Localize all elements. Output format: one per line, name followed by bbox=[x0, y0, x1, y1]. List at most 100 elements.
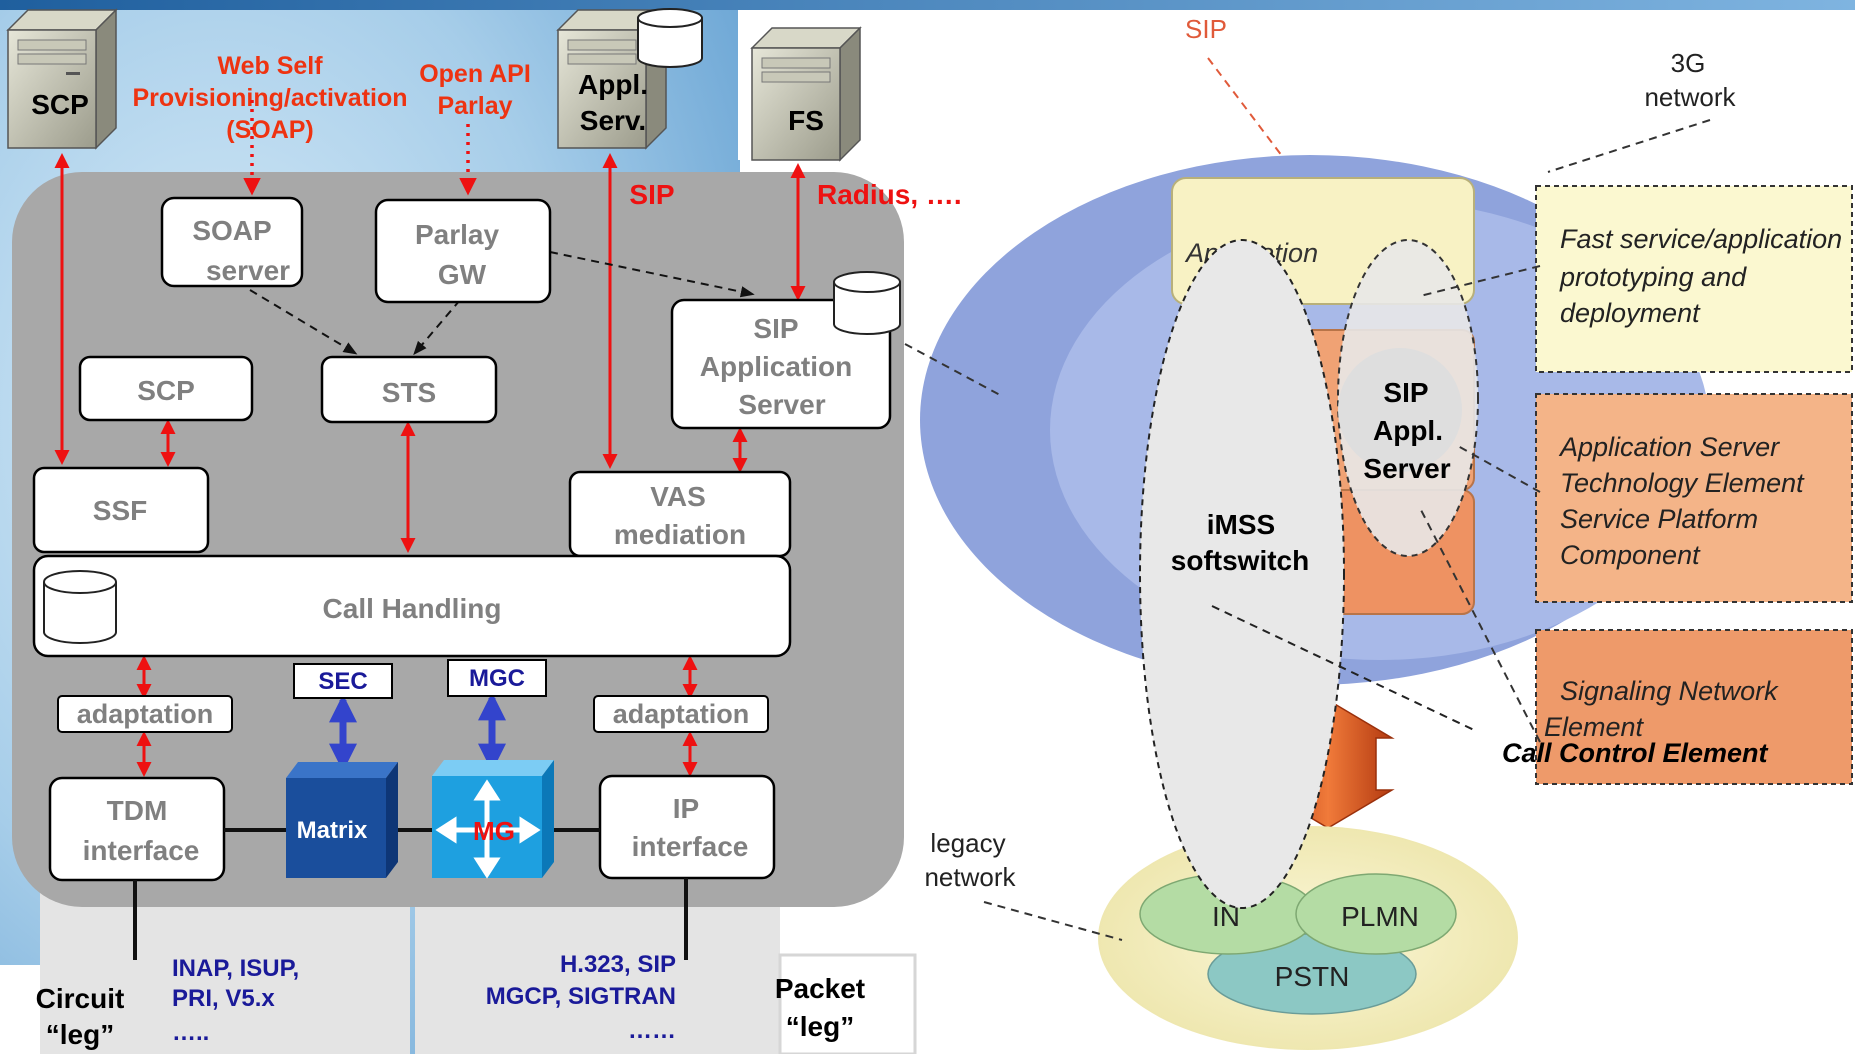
ip-label-2: interface bbox=[632, 831, 749, 862]
3g-pointer bbox=[1547, 119, 1711, 173]
sip-as-label-2: Application bbox=[700, 351, 852, 382]
legacy-label-1: legacy bbox=[930, 828, 1005, 858]
adaptation-left-label: adaptation bbox=[77, 699, 214, 729]
soap-server-label-2: server bbox=[206, 255, 290, 286]
tdm-label-1: TDM bbox=[107, 795, 168, 826]
sip-appl-label-1: SIP bbox=[1383, 377, 1428, 408]
call-control-label: Call Control Element bbox=[1502, 738, 1769, 768]
circuit-label-panel bbox=[0, 965, 40, 1054]
top-bar bbox=[0, 0, 1855, 10]
web-self-label-1: Web Self bbox=[217, 52, 323, 80]
circuit-proto-2: PRI, V5.x bbox=[172, 985, 275, 1012]
imss-label-2: softswitch bbox=[1171, 545, 1309, 576]
callout3-pointer bbox=[1419, 507, 1541, 743]
mgc-box bbox=[447, 659, 547, 697]
callout2-pointer bbox=[1457, 445, 1541, 493]
sip-as-box bbox=[670, 298, 892, 430]
matrix-label: Matrix bbox=[297, 817, 368, 844]
parlay-gw-label-2: GW bbox=[438, 259, 487, 290]
ip-label-1: IP bbox=[673, 793, 699, 824]
circuit-leg-label-2: “leg” bbox=[46, 1019, 114, 1050]
callout2-label-2: Technology Element bbox=[1560, 468, 1805, 498]
callout2-label-1: Application Server bbox=[1558, 432, 1780, 462]
packet-proto-2: MGCP, SIGTRAN bbox=[486, 983, 676, 1010]
sip-appl-server-highlight bbox=[1338, 348, 1462, 472]
radius-link-label: Radius, …. bbox=[817, 179, 962, 210]
fs-server-label: FS bbox=[788, 105, 824, 136]
tdm-label-2: interface bbox=[83, 835, 200, 866]
circuit-leg-label-1: Circuit bbox=[36, 983, 125, 1014]
sip-as-label-1: SIP bbox=[753, 313, 798, 344]
sip-link-label: SIP bbox=[629, 179, 674, 210]
callout1-label-2: prototyping and bbox=[1559, 262, 1747, 292]
callout2-label-3: Service Platform bbox=[1560, 504, 1758, 534]
vas-label-2: mediation bbox=[614, 519, 746, 550]
callout-app-server bbox=[1535, 393, 1853, 603]
parlay-gw-label-1: Parlay bbox=[415, 219, 499, 250]
packet-proto-3: …… bbox=[628, 1017, 676, 1044]
open-api-label-1: Open API bbox=[419, 60, 531, 88]
pstn-label: PSTN bbox=[1275, 961, 1350, 992]
soap-server-box bbox=[160, 196, 304, 288]
plmn-label: PLMN bbox=[1341, 901, 1419, 932]
vas-label-1: VAS bbox=[650, 481, 706, 512]
parlay-sipas-dashed bbox=[549, 251, 755, 298]
ssf-box-label: SSF bbox=[93, 495, 147, 526]
ip-interface-box bbox=[598, 774, 776, 880]
sec-box bbox=[293, 663, 393, 699]
sip-appl-label-2: Appl. bbox=[1373, 415, 1443, 446]
appl-server-label-2: Serv. bbox=[580, 105, 646, 136]
imss-label-1: iMSS bbox=[1207, 509, 1275, 540]
parlay-gw-box bbox=[374, 198, 552, 304]
sts-box-label: STS bbox=[382, 377, 436, 408]
matrix-cube-icon bbox=[286, 762, 398, 878]
sip-as-label-3: Server bbox=[738, 389, 825, 420]
callout1-label-1: Fast service/application bbox=[1560, 224, 1842, 254]
scp-server-icon bbox=[6, 8, 118, 150]
3g-label-2: network bbox=[1644, 82, 1736, 112]
web-self-label-3: (SOAP) bbox=[226, 116, 314, 144]
scp-box bbox=[78, 355, 254, 422]
callout-signaling bbox=[1535, 629, 1853, 785]
imss-softswitch-ellipse bbox=[1139, 239, 1345, 909]
mg-label: MG bbox=[473, 816, 515, 846]
soap-server-label-1: SOAP bbox=[192, 215, 271, 246]
legacy-pointer bbox=[983, 901, 1123, 941]
sip-line bbox=[1207, 57, 1283, 157]
ssf-box bbox=[32, 466, 210, 554]
3g-label-1: 3G bbox=[1671, 48, 1706, 78]
scp-box-label: SCP bbox=[137, 375, 195, 406]
mgc-label: MGC bbox=[469, 665, 525, 692]
sipas-database-icon bbox=[833, 271, 901, 335]
packet-leg-panel bbox=[415, 880, 780, 1054]
packet-label-panel bbox=[778, 953, 917, 1054]
open-api-label-2: Parlay bbox=[437, 92, 512, 120]
callout-fast-service bbox=[1535, 185, 1853, 373]
call-handling-box bbox=[32, 554, 792, 658]
sts-box bbox=[320, 355, 498, 424]
fs-server-icon bbox=[750, 26, 862, 162]
soap-sts-dashed bbox=[249, 289, 358, 355]
callout1-pointer bbox=[1419, 265, 1541, 297]
sip-appl-label-3: Server bbox=[1363, 453, 1450, 484]
appl-database-icon bbox=[637, 8, 703, 68]
parlay-sts-dashed bbox=[413, 299, 461, 356]
left-to-right-pointer bbox=[904, 343, 1001, 396]
mg-cube-icon bbox=[432, 760, 554, 879]
callout3-label-2: Element bbox=[1544, 712, 1645, 742]
callhandling-database-icon bbox=[43, 570, 117, 644]
callout2-label-4: Component bbox=[1560, 540, 1701, 570]
packet-leg-label-1: Packet bbox=[775, 973, 865, 1004]
packet-proto-1: H.323, SIP bbox=[560, 951, 676, 978]
packet-leg-label-2: “leg” bbox=[786, 1011, 854, 1042]
circuit-proto-3: ….. bbox=[172, 1019, 209, 1046]
callout1-label-3: deployment bbox=[1560, 298, 1701, 328]
adaptation-left-box bbox=[57, 695, 233, 733]
legacy-label-2: network bbox=[924, 862, 1016, 892]
web-self-label-2: Provisioning/activation bbox=[132, 84, 407, 112]
sec-label: SEC bbox=[318, 668, 367, 695]
plmn-ellipse bbox=[1295, 873, 1457, 955]
callout3-label-1: Signaling Network bbox=[1560, 676, 1779, 706]
circuit-leg-panel bbox=[40, 880, 410, 1054]
